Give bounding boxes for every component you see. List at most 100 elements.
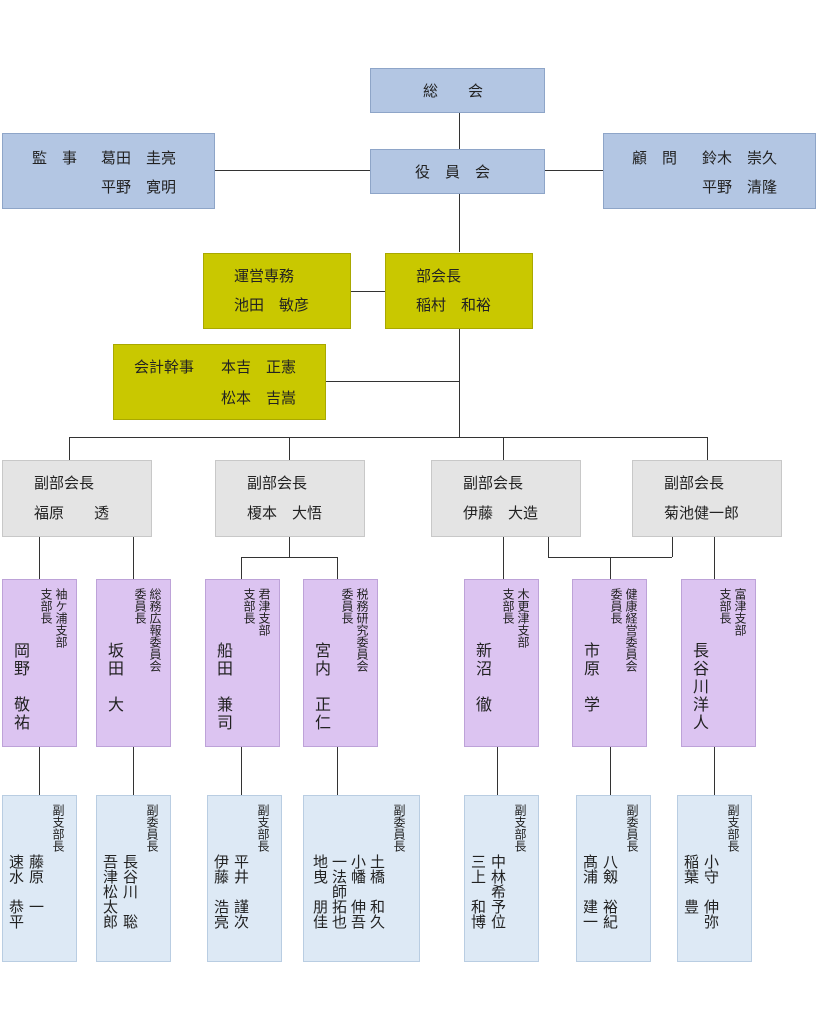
connector-line: [610, 747, 611, 795]
branch-org: 木更津支部: [516, 588, 530, 648]
connector-line: [289, 537, 290, 557]
branch-org: 富津支部: [733, 588, 747, 636]
connector-line: [503, 437, 504, 460]
deputy-box: 副支部長 小守 伸弥 稲葉 豊: [677, 795, 752, 962]
advisor-name-2: 平野 清隆: [702, 178, 778, 196]
deputy-role: 副支部長: [726, 804, 740, 852]
exec-director-box: 運営専務 池田 敏彦: [203, 253, 351, 329]
connector-line: [326, 381, 459, 382]
deputy-box: 副支部長 藤原 一 速水 恭平: [2, 795, 77, 962]
general-meeting-label: 総 会: [423, 82, 484, 100]
branch-org: 健康経営委員会: [624, 588, 638, 672]
deputy-name: 髙浦 建一: [581, 854, 599, 929]
connector-line: [241, 557, 242, 579]
connector-line: [39, 747, 40, 795]
branch-role: 支部長: [39, 588, 53, 624]
vice-chief-title: 副部会長: [664, 474, 725, 492]
branch-head-name: 新沼 徹: [473, 642, 492, 714]
branch-role: 支部長: [242, 588, 256, 624]
board-label: 役 員 会: [415, 163, 491, 181]
deputy-role: 副委員長: [392, 804, 406, 852]
vice-chief-box: 副部会長 菊池健一郎: [632, 460, 782, 537]
deputy-name: 地曳 朋佳: [311, 854, 329, 929]
vice-chief-box: 副部会長 伊藤 大造: [431, 460, 581, 537]
deputy-role: 副支部長: [256, 804, 270, 852]
deputy-name: 長谷川 聡: [121, 854, 139, 929]
deputy-name: 八剱 裕紀: [601, 854, 619, 929]
deputy-name: 稲葉 豊: [682, 854, 700, 914]
treasurer-name-2: 松本 吉嵩: [221, 389, 297, 407]
deputy-box: 副委員長 長谷川 聡 吾津松太郎: [96, 795, 171, 962]
branch-head-name: 岡野 敬祐: [11, 642, 30, 732]
branch-head-name: 長谷川洋人: [690, 642, 709, 732]
vice-chief-title: 副部会長: [34, 474, 95, 492]
branch-box-kimitsu: 君津支部 支部長 船田 兼司: [205, 579, 280, 747]
branch-org: 税務研究委員会: [355, 588, 369, 672]
treasurer-box: 会計幹事 本吉 正憲 松本 吉嵩: [113, 344, 326, 420]
branch-role: 委員長: [133, 588, 147, 624]
treasurer-name-1: 本吉 正憲: [221, 358, 297, 376]
branch-role: 支部長: [501, 588, 515, 624]
deputy-name: 一法師拓也: [330, 854, 348, 929]
branch-box-tax-research: 税務研究委員会 委員長 宮内 正仁: [303, 579, 378, 747]
auditor-box: 監 事 葛田 圭亮 平野 寛明: [2, 133, 215, 209]
vice-chief-title: 副部会長: [463, 474, 524, 492]
branch-role: 委員長: [609, 588, 623, 624]
deputy-name: 藤原 一: [27, 854, 45, 914]
branch-head-name: 船田 兼司: [214, 642, 233, 732]
connector-line: [39, 537, 40, 579]
vice-chief-title: 副部会長: [247, 474, 308, 492]
deputy-name: 伊藤 浩亮: [212, 854, 230, 929]
connector-line: [548, 537, 549, 557]
connector-line: [69, 437, 708, 438]
auditor-name-1: 葛田 圭亮: [101, 149, 177, 167]
connector-line: [289, 437, 290, 460]
deputy-name: 小守 伸弥: [702, 854, 720, 929]
connector-line: [459, 194, 460, 252]
connector-line: [545, 170, 603, 171]
deputy-name: 平井 謹次: [232, 854, 250, 929]
connector-line: [215, 170, 370, 171]
connector-line: [337, 747, 338, 795]
chief-title: 部会長: [416, 267, 462, 285]
connector-line: [672, 537, 673, 557]
deputy-role: 副委員長: [145, 804, 159, 852]
connector-line: [707, 437, 708, 460]
connector-line: [133, 537, 134, 579]
connector-line: [497, 747, 498, 795]
vice-chief-name: 福原 透: [34, 504, 110, 522]
branch-box-sodegaura: 袖ケ浦支部 支部長 岡野 敬祐: [2, 579, 77, 747]
treasurer-title: 会計幹事: [134, 358, 195, 376]
connector-line: [351, 291, 385, 292]
deputy-role: 副委員長: [625, 804, 639, 852]
branch-box-futtsu: 富津支部 支部長 長谷川洋人: [681, 579, 756, 747]
general-meeting-box: 総 会: [370, 68, 545, 113]
connector-line: [133, 747, 134, 795]
connector-line: [459, 329, 460, 437]
chief-box: 部会長 稲村 和裕: [385, 253, 533, 329]
advisor-title: 顧 問: [632, 149, 678, 167]
deputy-name: 速水 恭平: [7, 854, 25, 929]
deputy-name: 小幡 伸吾: [349, 854, 367, 929]
deputy-box: 副支部長 中林希予位 三上 和博: [464, 795, 539, 962]
branch-role: 支部長: [718, 588, 732, 624]
connector-line: [503, 537, 504, 579]
deputy-role: 副支部長: [51, 804, 65, 852]
advisor-name-1: 鈴木 崇久: [702, 149, 778, 167]
deputy-box: 副支部長 平井 謹次 伊藤 浩亮: [207, 795, 282, 962]
branch-org: 君津支部: [257, 588, 271, 636]
connector-line: [337, 557, 338, 579]
vice-chief-box: 副部会長 福原 透: [2, 460, 152, 537]
branch-org: 総務広報委員会: [148, 588, 162, 672]
branch-box-general-affairs: 総務広報委員会 委員長 坂田 大: [96, 579, 171, 747]
deputy-name: 吾津松太郎: [101, 854, 119, 929]
deputy-name: 三上 和博: [469, 854, 487, 929]
advisor-box: 顧 問 鈴木 崇久 平野 清隆: [603, 133, 816, 209]
deputy-name: 土橋 和久: [368, 854, 386, 929]
chief-name: 稲村 和裕: [416, 296, 492, 314]
exec-director-title: 運営専務: [234, 267, 295, 285]
connector-line: [241, 557, 338, 558]
vice-chief-name: 伊藤 大造: [463, 504, 539, 522]
branch-box-kisarazu: 木更津支部 支部長 新沼 徹: [464, 579, 539, 747]
branch-head-name: 宮内 正仁: [312, 642, 331, 732]
